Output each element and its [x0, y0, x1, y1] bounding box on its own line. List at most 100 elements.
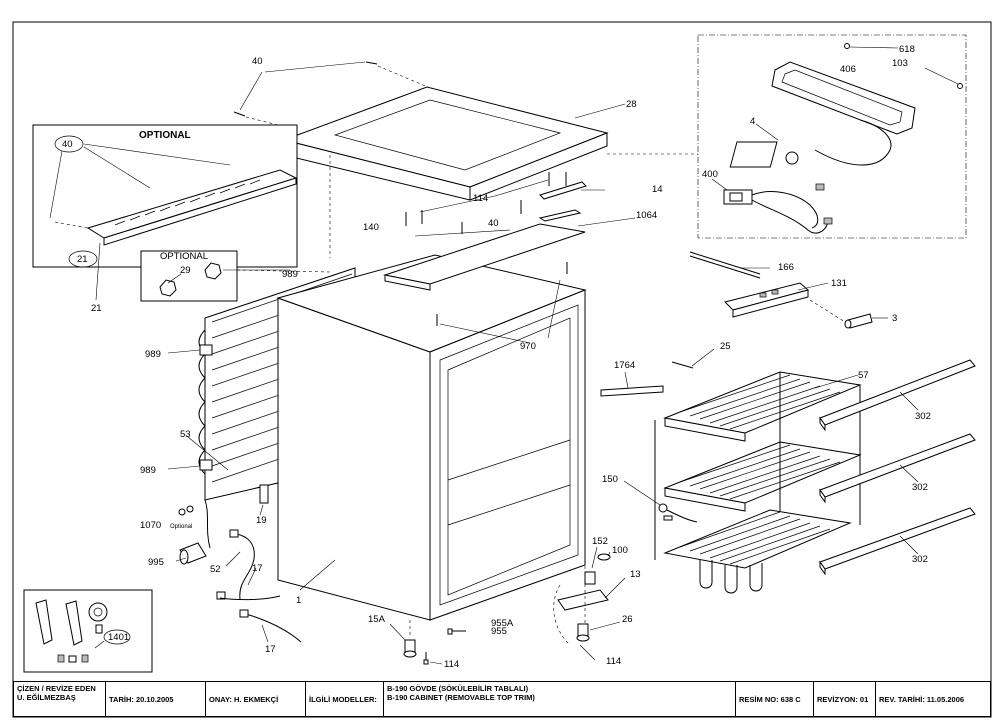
top-panel — [282, 86, 609, 201]
foot-15A — [403, 620, 417, 658]
callout-100: 100 — [612, 545, 628, 556]
callout-955A: 955A — [491, 618, 514, 629]
callout-15A: 15A — [368, 614, 386, 625]
drain-plug — [259, 484, 269, 504]
callout-166: 166 — [778, 262, 794, 273]
callout-1: 1 — [296, 595, 301, 606]
callout-989-top: 989 — [282, 269, 298, 280]
callout-3: 3 — [892, 313, 897, 324]
callout-989-mid: 989 — [145, 349, 161, 360]
callout-17-upper: 17 — [252, 563, 263, 574]
cable-52 — [216, 529, 255, 600]
pin-25 — [671, 361, 694, 369]
screw-618 — [844, 43, 850, 49]
top-screws — [233, 61, 378, 117]
callout-114-foot: 114 — [444, 659, 459, 670]
screw-103 — [957, 83, 963, 89]
callout-25: 25 — [720, 341, 731, 352]
callout-28: 28 — [626, 99, 637, 110]
callout-ring-40 — [54, 135, 84, 153]
model-line-1: B-190 GÖVDE (SÖKÜLEBİLİR TABLALI) — [387, 684, 529, 693]
callout-114-top: 114 — [473, 193, 488, 204]
drawing-date: TARİH: 20.10.2005 — [109, 694, 174, 704]
cabinet-body — [276, 254, 587, 621]
callout-40-optional: 40 — [62, 139, 73, 150]
strip-1764 — [600, 385, 664, 397]
callout-ring-21 — [68, 250, 98, 268]
callout-302-low: 302 — [912, 554, 928, 565]
callout-57: 57 — [858, 370, 869, 381]
callout-618: 618 — [899, 44, 915, 55]
callout-26: 26 — [622, 614, 633, 625]
drawing-frame — [12, 21, 992, 718]
screw-955 — [447, 628, 466, 635]
revision: REVİZYON: 01 — [817, 694, 869, 704]
callout-400: 400 — [702, 169, 718, 180]
optional-box-title: OPTIONAL — [139, 130, 191, 141]
cable-17 — [219, 595, 302, 643]
evaporator-shelves — [654, 371, 862, 594]
callout-302-top: 302 — [915, 411, 931, 422]
callout-13: 13 — [630, 569, 641, 580]
callout-ring-1401 — [103, 629, 131, 645]
revision-date: REV. TARİHİ: 11.05.2006 — [879, 694, 965, 704]
top-rail — [383, 209, 586, 291]
callout-19: 19 — [256, 515, 267, 526]
kit-parts — [35, 599, 108, 663]
shelf-rail-2 — [819, 433, 976, 504]
drawing-no-cell: RESİM NO: 638 C — [736, 682, 814, 716]
callout-114-hinge: 114 — [606, 656, 621, 667]
callout-53: 53 — [180, 429, 191, 440]
optional-knob-box — [140, 250, 238, 302]
knob-1 — [159, 279, 177, 297]
callout-131: 131 — [831, 278, 847, 289]
drawn-by-cell: ÇİZEN / REVİZE EDEN U. EĞİLMEZBAŞ — [14, 682, 106, 716]
callout-4: 4 — [750, 116, 755, 127]
capacitor-995 — [179, 542, 207, 565]
callout-955: 955 — [491, 626, 507, 637]
callout-302-mid: 302 — [912, 482, 928, 493]
drawing-number: RESİM NO: 638 C — [739, 694, 801, 704]
rail-bracket — [539, 181, 587, 200]
callout-1401: 1401 — [108, 632, 129, 643]
drawn-by-label: ÇİZEN / REVİZE EDEN — [17, 684, 96, 693]
lamp-switch-with-cable — [723, 183, 833, 234]
callout-406: 406 — [840, 64, 856, 75]
knob-2 — [204, 262, 222, 280]
hinge-assembly — [553, 553, 611, 646]
callout-14: 14 — [652, 184, 663, 195]
thermostat-group-box — [697, 34, 967, 239]
callout-152: 152 — [592, 536, 608, 547]
callout-1764: 1764 — [614, 360, 635, 371]
revision-cell: REVİZYON: 01 — [814, 682, 876, 716]
shelf-rail-3 — [819, 507, 976, 576]
callout-21: 21 — [91, 303, 102, 314]
callout-1070: 1070 — [140, 520, 161, 531]
sensor-150 — [658, 503, 698, 523]
rail-screws — [405, 172, 568, 326]
callout-40-rail: 40 — [488, 218, 499, 229]
lamp-housing-131 — [724, 282, 810, 318]
thermostat — [729, 119, 892, 168]
optional-small-title: OPTIONAL — [160, 251, 208, 262]
grille-strip — [86, 169, 298, 246]
screw-114-bottom — [423, 652, 429, 665]
approval-cell: ONAY: H. EKMEKÇİ — [206, 682, 306, 716]
callout-29: 29 — [180, 265, 191, 276]
callout-103: 103 — [892, 58, 908, 69]
models-cell: B-190 GÖVDE (SÖKÜLEBİLİR TABLALI) B-190 … — [384, 682, 736, 716]
callout-1064: 1064 — [636, 210, 657, 221]
callout-150: 150 — [602, 474, 618, 485]
date-cell: TARİH: 20.10.2005 — [106, 682, 206, 716]
lamp-bulb-3 — [844, 313, 873, 329]
models-label-cell: İLGİLİ MODELLER: — [306, 682, 384, 716]
callout-21-optional: 21 — [77, 254, 88, 265]
thermostat-bezel — [771, 61, 916, 135]
callout-989-low: 989 — [140, 465, 156, 476]
clip-1070 — [178, 505, 194, 516]
optional-note: Optional — [170, 524, 192, 530]
approval: ONAY: H. EKMEKÇİ — [209, 694, 279, 704]
models-label: İLGİLİ MODELLER: — [309, 694, 377, 704]
callout-995: 995 — [148, 557, 164, 568]
